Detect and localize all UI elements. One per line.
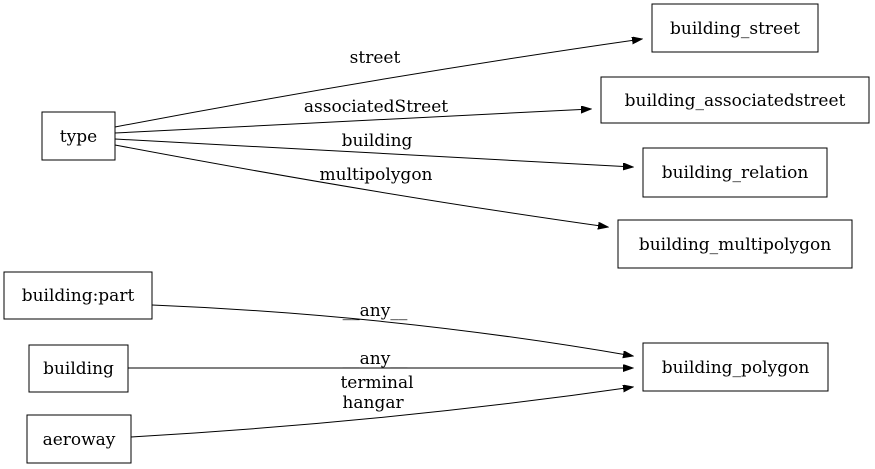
edge-label-any-part: __any__: [343, 301, 408, 321]
edge-label-associatedstreet: associatedStreet: [304, 97, 448, 117]
edges-group: [114, 39, 642, 438]
node-building-part-box: [3, 271, 153, 320]
edge-label-any-building: __any__: [343, 349, 408, 369]
edge-label-hangar: hangar: [342, 393, 404, 413]
node-building-multipolygon-label: building_multipolygon: [639, 235, 831, 255]
node-aeroway: aeroway: [26, 414, 132, 464]
node-aeroway-label: aeroway: [43, 430, 116, 450]
edge-label-multipolygon: multipolygon: [320, 165, 433, 185]
node-building-polygon-box: [642, 342, 829, 392]
edge-aeroway-to-building-polygon: [130, 387, 633, 438]
node-building-part-label: building:part: [22, 286, 135, 306]
node-type-label: type: [60, 127, 97, 147]
node-building-polygon: building_polygon: [642, 342, 829, 392]
node-building: building: [28, 344, 129, 393]
node-building-relation-label: building_relation: [662, 163, 809, 183]
edge-label-building: building: [342, 131, 413, 151]
edge-labels-group: street associatedStreet building multipo…: [304, 48, 448, 413]
node-building-street-box: [651, 3, 819, 53]
nodes-group: type building_street building_associated…: [3, 3, 870, 464]
node-building-box: [28, 344, 129, 393]
node-building-multipolygon-box: [617, 219, 853, 269]
node-type: type: [41, 111, 116, 161]
edge-label-terminal: terminal: [340, 373, 413, 393]
node-building-associatedstreet: building_associatedstreet: [600, 76, 870, 124]
node-building-relation: building_relation: [642, 147, 828, 198]
node-building-street-label: building_street: [670, 19, 800, 39]
node-building-part: building:part: [3, 271, 153, 320]
node-type-box: [41, 111, 116, 161]
node-building-label: building: [43, 359, 114, 379]
edge-label-street: street: [350, 48, 401, 68]
node-building-associatedstreet-label: building_associatedstreet: [625, 91, 846, 111]
node-building-street: building_street: [651, 3, 819, 53]
edge-building-part-to-building-polygon: [151, 304, 633, 356]
edge-type-to-building-associatedstreet: [114, 109, 591, 134]
node-building-relation-box: [642, 147, 828, 198]
node-building-associatedstreet-box: [600, 76, 870, 124]
edge-type-to-building-street: [114, 39, 642, 128]
edge-type-to-building-relation: [114, 138, 633, 167]
node-building-polygon-label: building_polygon: [662, 358, 810, 378]
edge-type-to-building-multipolygon: [114, 144, 608, 227]
node-building-multipolygon: building_multipolygon: [617, 219, 853, 269]
node-aeroway-box: [26, 414, 132, 464]
